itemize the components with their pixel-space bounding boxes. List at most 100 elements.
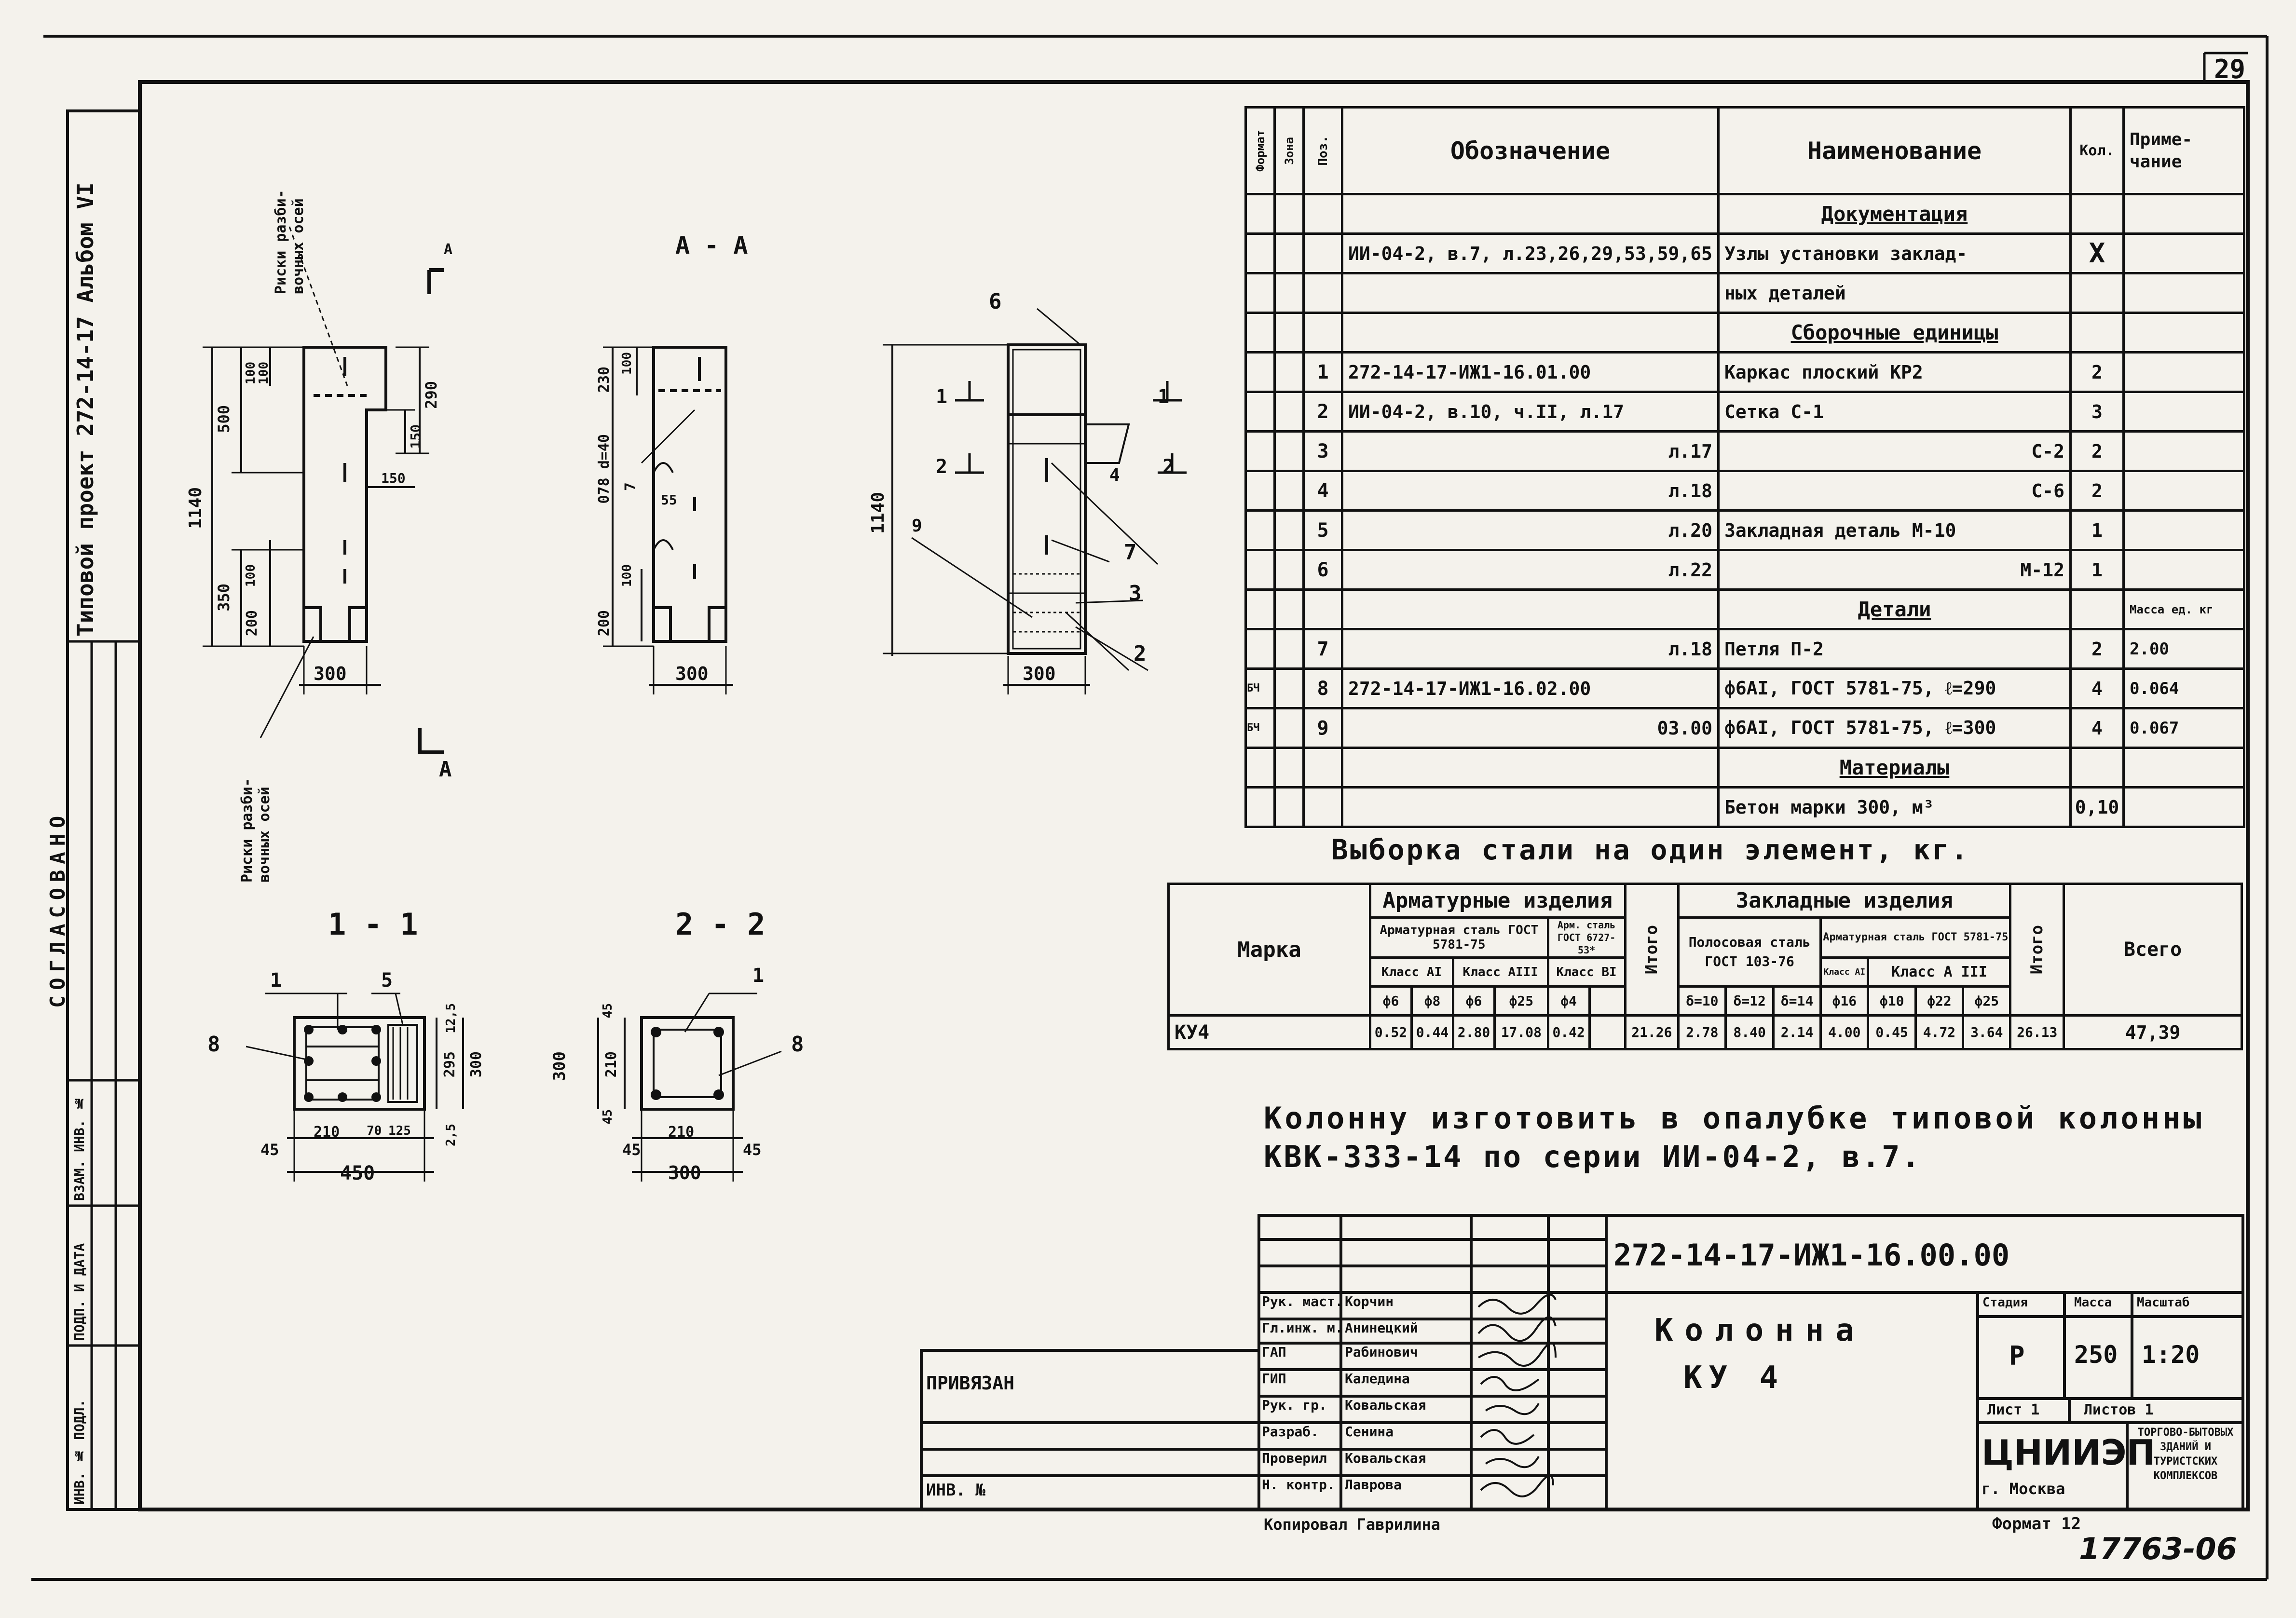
steel-itogo-1: Итого (1624, 883, 1680, 1017)
steel-itogo-1-value: 21.26 (1624, 1014, 1680, 1050)
spec-zone (1273, 707, 1305, 749)
steel-mark-cell: КУ4 (1167, 1014, 1371, 1050)
dimension-label: 5 (381, 969, 393, 992)
inv-label: ИНВ. № (926, 1481, 985, 1500)
steel-arm-steel2: Арм. сталь ГОСТ 6727-53* (1546, 916, 1626, 959)
role-title: Разраб. (1262, 1424, 1319, 1440)
document-code: 272-14-17-ИЖ1-16.00.00 (1613, 1237, 2010, 1273)
spec-pos (1302, 193, 1343, 235)
spec-format (1244, 312, 1276, 354)
spec-name: Узлы установки заклад- (1717, 232, 2072, 274)
steel-klass-a1: Класс АI (1368, 956, 1455, 988)
spec-note (2122, 470, 2245, 512)
dimension-label: 45 (743, 1141, 762, 1159)
steel-klass-a3b: Класс А III (1867, 956, 2012, 988)
spec-zone (1273, 193, 1305, 235)
spec-row: Сборочные единицы (1244, 312, 2245, 354)
dimension-label: 290 (422, 381, 440, 409)
spec-zone (1273, 747, 1305, 789)
spec-qty: 2 (2069, 351, 2125, 393)
dimension-label: 300 (550, 1051, 569, 1081)
header-name: Наименование (1717, 106, 2072, 195)
dimension-label: 7 (622, 482, 639, 491)
label-list: Лист 1 (1987, 1401, 2040, 1418)
spec-format (1244, 470, 1276, 512)
spec-zone (1273, 470, 1305, 512)
spec-qty (2069, 312, 2125, 354)
dimension-label: 150 (408, 424, 424, 449)
role-title: Рук. гр. (1262, 1397, 1327, 1413)
steel-col-header: ф22 (1914, 985, 1965, 1017)
spec-format (1244, 747, 1276, 789)
spec-zone (1273, 232, 1305, 274)
steel-zakl-izd: Закладные изделия (1677, 883, 2012, 919)
dimension-label: 300 (1023, 663, 1056, 684)
dimension-label: 8 (791, 1032, 804, 1057)
spec-pos: 1 (1302, 351, 1343, 393)
spec-designation (1341, 272, 1720, 314)
role-title: ГИП (1262, 1371, 1286, 1387)
spec-format (1244, 549, 1276, 591)
spec-format (1244, 391, 1276, 433)
steel-value-cell: 2.14 (1772, 1014, 1822, 1050)
header-pos: Поз. (1302, 106, 1343, 195)
header-format: Формат (1244, 106, 1276, 195)
steel-value-cell: 8.40 (1724, 1014, 1775, 1050)
kopiroval-label: Копировал Гаврилина (1264, 1515, 1441, 1534)
spec-qty: 2 (2069, 470, 2125, 512)
spec-qty (2069, 272, 2125, 314)
spec-designation: 03.00 (1341, 707, 1720, 749)
role-person: Каледина (1345, 1371, 1410, 1387)
spec-pos: 3 (1302, 430, 1343, 472)
format-label: Формат 12 (1992, 1514, 2081, 1534)
archive-number: 17763-06 (2079, 1531, 2237, 1566)
spec-pos: 2 (1302, 391, 1343, 433)
spec-note (2122, 272, 2245, 314)
dimension-label: 125 (388, 1124, 411, 1138)
spec-note (2122, 312, 2245, 354)
steel-itogo-2: Итого (2009, 883, 2065, 1017)
label-stadiya: Стадия (1982, 1295, 2028, 1310)
spec-zone (1273, 667, 1305, 709)
dimension-label: 8 (207, 1032, 220, 1057)
spec-pos: 4 (1302, 470, 1343, 512)
dimension-label: 1140 (868, 492, 888, 534)
spec-pos (1302, 272, 1343, 314)
role-person: Ковальская (1345, 1450, 1426, 1466)
spec-qty: 2 (2069, 628, 2125, 670)
spec-designation: л.17 (1341, 430, 1720, 472)
spec-name: ф6АI, ГОСТ 5781-75, ℓ=290 (1717, 667, 2072, 709)
spec-pos: 8 (1302, 667, 1343, 709)
steel-polos: Полосовая сталь ГОСТ 103-76 (1677, 916, 1822, 988)
spec-zone (1273, 391, 1305, 433)
spec-designation (1341, 312, 1720, 354)
steel-col-header: ф6 (1451, 985, 1496, 1017)
dimension-label: 2 (1162, 456, 1175, 478)
spec-qty (2069, 193, 2125, 235)
steel-arm-steel: Арматурная сталь ГОСТ 5781-75 (1368, 916, 1549, 959)
dimension-label: 9 (912, 516, 922, 536)
role-person: Рабинович (1345, 1344, 1418, 1360)
note-line-2: КВК-333-14 по серии ИИ-04-2, в.7. (1264, 1139, 1922, 1174)
role-title: Проверил (1262, 1450, 1327, 1466)
spec-name: Документация (1717, 193, 2072, 235)
steel-empty-cell (1588, 1014, 1626, 1050)
spec-note (2122, 509, 2245, 551)
spec-name: Петля П-2 (1717, 628, 2072, 670)
dimension-label: 70 (367, 1124, 382, 1138)
spec-designation: л.20 (1341, 509, 1720, 551)
dimension-label: 100 (620, 564, 634, 587)
dimension-label: 1 (752, 965, 765, 987)
spec-note (2122, 232, 2245, 274)
dimension-label: 100 (244, 362, 258, 384)
label-massa: Масса (2074, 1295, 2112, 1310)
steel-value-cell: 0.52 (1368, 1014, 1413, 1050)
role-title: Н. контр. (1262, 1477, 1335, 1493)
spec-name: Сетка С-1 (1717, 391, 2072, 433)
dimension-label: 45 (601, 1003, 615, 1019)
spec-designation: 272-14-17-ИЖ1-16.02.00 (1341, 667, 1720, 709)
